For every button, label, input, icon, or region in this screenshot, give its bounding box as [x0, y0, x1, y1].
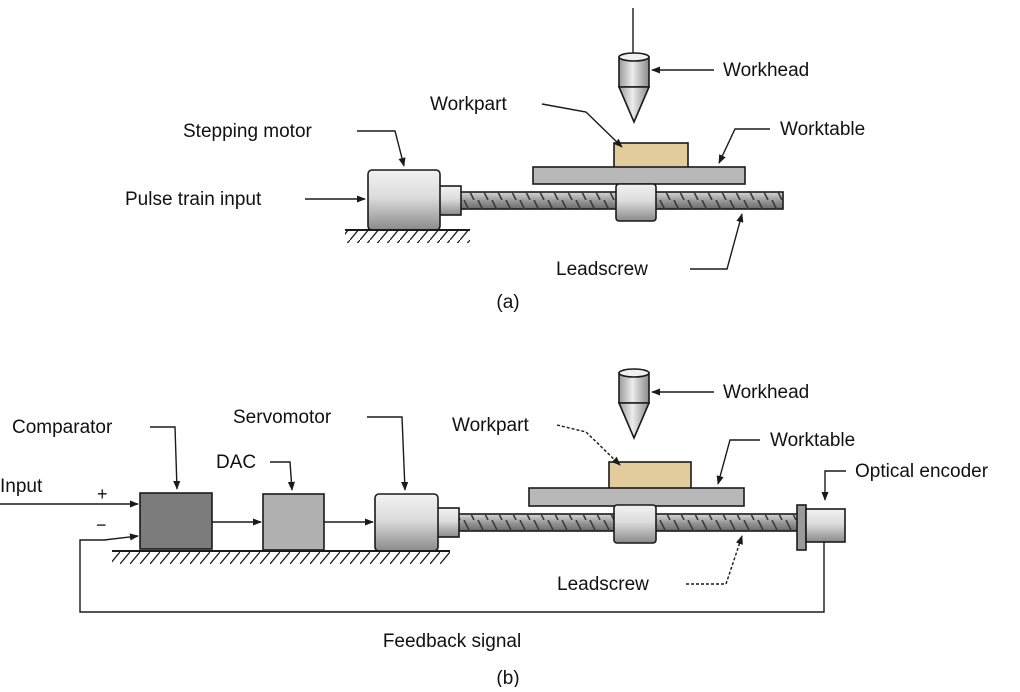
servomotor [374, 493, 439, 552]
ground-b [112, 550, 450, 564]
label-servomotor: Servomotor [233, 407, 332, 428]
worktable [532, 166, 746, 185]
leader-servomotor [367, 416, 409, 491]
label-pulse-train-input: Pulse train input [125, 189, 262, 210]
label-stepping-motor: Stepping motor [183, 121, 313, 142]
coupling [436, 507, 460, 538]
leader-worktable-b [716, 439, 760, 485]
label-leadscrew-a: Leadscrew [556, 259, 648, 280]
caption-a: (a) [496, 292, 519, 313]
leader-stepping-motor [357, 130, 406, 167]
leadscrew-nut [615, 183, 657, 222]
label-dac: DAC [216, 452, 256, 473]
leader-workpart-b [556, 424, 621, 466]
label-worktable-a: Worktable [780, 119, 865, 140]
workpart [613, 142, 689, 169]
label-optical-encoder: Optical encoder [855, 461, 989, 482]
stepping-motor [367, 169, 441, 231]
caption-b: (b) [496, 668, 519, 687]
leader-optical-encoder [821, 470, 846, 501]
leader-leadscrew-a [690, 213, 744, 270]
worktable [528, 487, 745, 507]
label-comparator: Comparator [12, 417, 113, 438]
label-workpart-b: Workpart [452, 415, 529, 436]
feedback-loop [79, 533, 825, 613]
workpart [608, 461, 692, 490]
label-workpart-a: Workpart [430, 94, 507, 115]
label-plus: + [97, 484, 108, 504]
label-workhead-b: Workhead [723, 382, 809, 403]
leader-workpart-a [541, 103, 623, 148]
panel-a: Workhead Workpart Worktable Stepping mot… [125, 8, 865, 313]
label-input: Input [0, 476, 43, 497]
leader-dac [270, 461, 296, 491]
ground-a [345, 229, 470, 243]
label-feedback-signal: Feedback signal [383, 631, 521, 652]
leader-worktable-a [718, 128, 770, 164]
leader-comparator [150, 426, 181, 490]
label-leadscrew-b: Leadscrew [557, 574, 649, 595]
label-minus: − [96, 515, 107, 535]
leader-leadscrew-b [686, 535, 743, 585]
optical-encoder [796, 504, 846, 551]
panel-b: Workhead Workpart Worktable Servomotor C… [0, 368, 989, 689]
label-worktable-b: Worktable [770, 430, 855, 451]
coupling [438, 185, 462, 216]
workhead [617, 52, 651, 125]
leadscrew-nut [613, 504, 657, 544]
dac-block [262, 493, 325, 551]
label-workhead-a: Workhead [723, 60, 809, 81]
comparator-block [139, 492, 213, 550]
workhead [617, 368, 651, 441]
